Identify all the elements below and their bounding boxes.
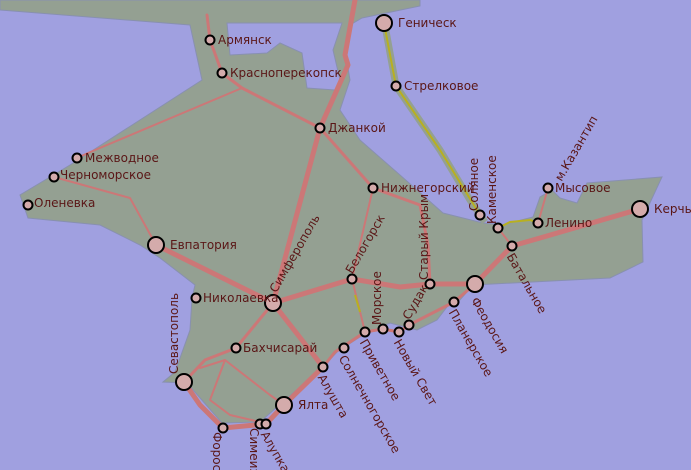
city-label: Соляное <box>467 158 481 211</box>
major-city-marker[interactable] <box>375 14 393 32</box>
city-label: Мысовое <box>555 181 611 195</box>
major-city-marker[interactable] <box>175 373 193 391</box>
city-label: Симеиз <box>247 428 261 470</box>
city-marker[interactable] <box>393 326 405 338</box>
city-16[interactable]: Евпатория <box>147 236 237 254</box>
city-30[interactable]: Севастополь <box>167 293 193 391</box>
city-marker[interactable] <box>71 152 83 164</box>
city-6[interactable]: Межводное <box>71 151 159 165</box>
city-4[interactable]: Стрелковое <box>390 79 479 93</box>
city-33[interactable]: Форос <box>210 422 229 470</box>
city-11[interactable]: Каменское <box>485 155 504 234</box>
city-14[interactable]: Ленино <box>532 216 593 230</box>
city-marker[interactable] <box>314 122 326 134</box>
road-simferopol-kerch <box>270 206 643 306</box>
road-lenino-mysovoe <box>537 187 549 224</box>
city-label: Форос <box>210 432 224 470</box>
city-22[interactable]: Николаевка <box>190 291 279 305</box>
city-label: Межводное <box>85 151 159 165</box>
rail-genichesk-solyanoe <box>383 22 481 216</box>
road-sevastopol-foros-inner <box>209 359 261 423</box>
city-marker[interactable] <box>390 80 402 92</box>
city-marker[interactable] <box>448 296 460 308</box>
city-marker[interactable] <box>542 182 554 194</box>
city-marker[interactable] <box>359 326 371 338</box>
road-djankoy-feodosiya <box>318 126 432 286</box>
city-label: Морское <box>370 271 384 325</box>
road-simferopol-sevastopol <box>182 301 275 384</box>
city-label: Стрелковое <box>404 79 478 93</box>
city-28[interactable]: Бахчисарай <box>230 341 318 355</box>
city-marker[interactable] <box>230 342 242 354</box>
city-label: Геническ <box>398 16 457 30</box>
city-9[interactable]: Нижнегорский <box>367 181 475 195</box>
city-7[interactable]: Черноморское <box>48 168 152 183</box>
city-label: Оленевка <box>34 196 95 210</box>
city-13[interactable]: Мысовое <box>542 181 611 195</box>
city-19[interactable]: Старый Крым <box>417 194 436 290</box>
major-city-marker[interactable] <box>147 236 165 254</box>
city-10[interactable]: Соляное <box>467 158 486 221</box>
city-15[interactable]: Керчь <box>631 200 691 218</box>
city-1[interactable]: Геническ <box>375 14 457 32</box>
city-marker[interactable] <box>260 418 272 430</box>
city-marker[interactable] <box>317 361 329 373</box>
city-marker[interactable] <box>338 342 350 354</box>
major-city-marker[interactable] <box>275 396 293 414</box>
city-marker[interactable] <box>474 209 486 221</box>
city-label: Бахчисарай <box>243 341 317 355</box>
road-north-djankoy-simferopol <box>270 0 358 306</box>
city-2[interactable]: Армянск <box>204 33 272 47</box>
rail-belogorsk-segment <box>354 294 361 313</box>
city-marker[interactable] <box>492 222 504 234</box>
major-city-marker[interactable] <box>631 200 649 218</box>
city-label: Старый Крым <box>417 194 431 280</box>
city-marker[interactable] <box>424 278 436 290</box>
road-chernomorskoe-evpatoriya <box>53 176 157 246</box>
city-label: Красноперекопск <box>230 66 342 80</box>
city-label: Нижнегорский <box>381 181 475 195</box>
city-label: Керчь <box>654 202 691 216</box>
city-label: Каменское <box>485 155 499 224</box>
city-marker[interactable] <box>22 199 34 211</box>
city-label: Джанкой <box>328 121 386 135</box>
major-city-marker[interactable] <box>466 275 484 293</box>
city-marker[interactable] <box>346 273 358 285</box>
city-label: Евпатория <box>170 238 237 252</box>
city-marker[interactable] <box>190 292 202 304</box>
road-simferopol-evpatoriya <box>153 242 276 306</box>
city-marker[interactable] <box>532 217 544 229</box>
city-5[interactable]: Джанкой <box>314 121 386 135</box>
city-23[interactable]: Морское <box>370 271 389 335</box>
city-marker[interactable] <box>367 182 379 194</box>
city-marker[interactable] <box>506 240 518 252</box>
city-marker[interactable] <box>216 67 228 79</box>
major-city-marker[interactable] <box>264 294 282 312</box>
city-32[interactable]: Ялта <box>275 396 328 414</box>
city-marker[interactable] <box>204 34 216 46</box>
city-label: Армянск <box>218 33 272 47</box>
bay-water <box>226 22 343 91</box>
city-marker[interactable] <box>403 319 415 331</box>
city-marker[interactable] <box>48 171 60 183</box>
city-label: Ялта <box>298 398 328 412</box>
city-label: Ленино <box>545 216 592 230</box>
city-8[interactable]: Оленевка <box>22 196 96 211</box>
city-label: Черноморское <box>60 168 151 182</box>
city-marker[interactable] <box>217 422 229 434</box>
city-3[interactable]: Красноперекопск <box>216 66 342 80</box>
city-label: Николаевка <box>203 291 279 305</box>
city-label: Севастополь <box>167 293 181 374</box>
city-marker[interactable] <box>377 323 389 335</box>
